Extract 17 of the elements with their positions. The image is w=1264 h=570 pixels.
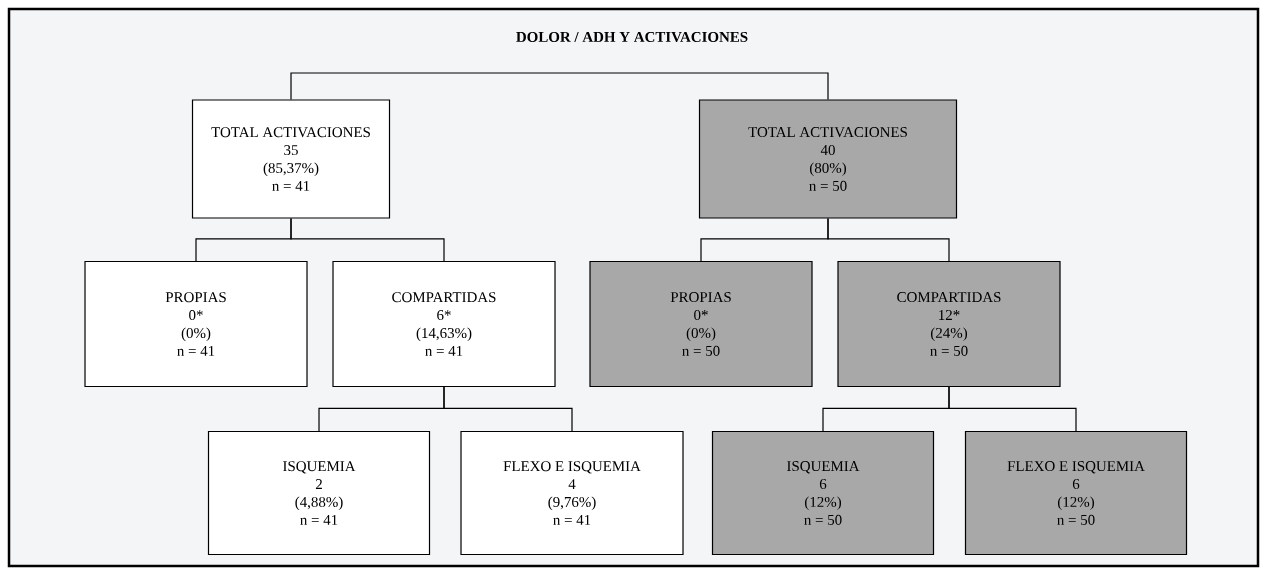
connector-line bbox=[827, 218, 950, 262]
category-box: ISQUEMIA 2 (4,88%) n = 41 bbox=[207, 430, 431, 556]
title: DOLOR / ADH Y ACTIVACIONES bbox=[516, 31, 748, 43]
connector-line bbox=[290, 72, 576, 100]
category-box: PROPIAS 0* (0%) n = 50 bbox=[589, 260, 813, 388]
category-box: PROPIAS 0* (0%) n = 41 bbox=[84, 260, 308, 388]
category-box: TOTAL ACTIVACIONES 35 (85,37%) n = 41 bbox=[191, 99, 391, 219]
category-box: COMPARTIDAS 6* (14,63%) n = 41 bbox=[332, 260, 556, 388]
connector-line bbox=[948, 386, 1077, 432]
category-box: FLEXO E ISQUEMIA 4 (9,76%) n = 41 bbox=[460, 430, 684, 556]
connector-line bbox=[290, 218, 445, 262]
connector-line bbox=[443, 386, 573, 432]
category-box: ISQUEMIA 6 (12%) n = 50 bbox=[711, 430, 935, 556]
connector-line bbox=[574, 72, 829, 100]
category-box: COMPARTIDAS 12* (24%) n = 50 bbox=[837, 260, 1061, 388]
category-box: TOTAL ACTIVACIONES 40 (80%) n = 50 bbox=[698, 99, 958, 219]
category-box: FLEXO E ISQUEMIA 6 (12%) n = 50 bbox=[964, 430, 1188, 556]
